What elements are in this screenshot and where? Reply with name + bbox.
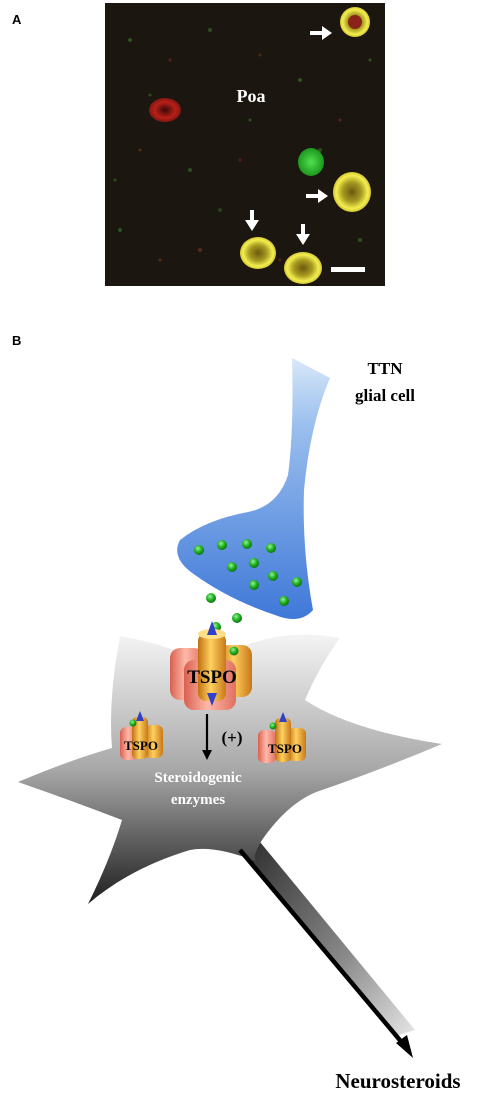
double-labeled-cell-bottom-left — [240, 237, 276, 269]
glial-label-line1: TTN — [368, 359, 404, 378]
axon — [238, 842, 415, 1036]
green-cell — [298, 148, 324, 176]
tspo-arrow-up — [207, 621, 217, 635]
neuron — [18, 634, 442, 904]
region-label-poa: Poa — [237, 86, 266, 106]
red-cell — [149, 98, 181, 122]
stimulation-label: (+) — [221, 728, 242, 747]
double-labeled-cell-bottom-middle — [284, 252, 322, 284]
ttn-glial-cell — [177, 358, 330, 619]
tspo-right: TSPO — [258, 712, 306, 763]
released-ligands — [206, 593, 242, 632]
arrow-top-right — [310, 26, 332, 40]
tspo-left: TSPO — [120, 711, 163, 760]
tspo-arrow-down — [207, 693, 217, 706]
panel-b-label: B — [12, 333, 22, 348]
panel-a-label: A — [12, 12, 22, 27]
arrow-middle-right — [306, 189, 328, 203]
tspo-right-label: TSPO — [268, 741, 302, 756]
micrograph-speckles — [113, 28, 372, 262]
micrograph-background — [105, 3, 385, 286]
tspo-left-label: TSPO — [124, 738, 158, 753]
schematic: TTN glial cell — [18, 358, 461, 1093]
tspo-main: TSPO — [170, 621, 252, 710]
arrow-bottom-left — [245, 210, 259, 231]
neurosteroid-arrowhead — [396, 1035, 413, 1058]
glial-label-line2: glial cell — [355, 386, 415, 405]
double-labeled-cell-right — [333, 172, 371, 212]
neurosteroids-label: Neurosteroids — [335, 1069, 460, 1093]
scale-bar — [331, 267, 365, 272]
arrow-bottom-middle — [296, 224, 310, 245]
enzyme-label-line1: Steroidogenic — [154, 770, 242, 786]
ligand-dots-in-glia — [194, 539, 302, 606]
micrograph: Poa — [105, 3, 385, 286]
neurosteroid-arrow — [238, 848, 406, 1047]
enzyme-label-line2: enzymes — [171, 792, 225, 808]
tspo-main-label: TSPO — [187, 667, 237, 688]
